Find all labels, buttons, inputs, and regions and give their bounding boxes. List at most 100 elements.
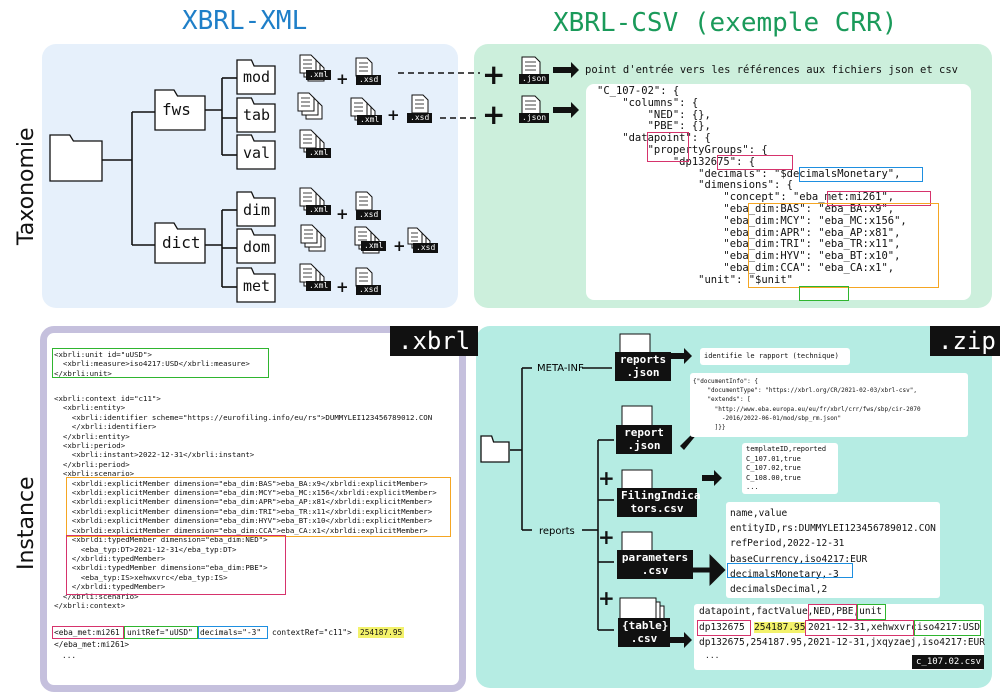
table-more: ... bbox=[705, 651, 720, 660]
json-line: "propertyGroups": { bbox=[597, 143, 768, 156]
highlight-fact-decimals bbox=[198, 626, 268, 639]
plus-met: + bbox=[336, 278, 349, 296]
folder-label-fws: fws bbox=[162, 100, 191, 119]
subfolder-icon bbox=[236, 228, 276, 264]
context-line: <xbrldi:explicitMember dimension="eba_di… bbox=[54, 497, 433, 507]
highlight-decimals-param bbox=[727, 563, 853, 578]
json-line: "dimensions": { bbox=[597, 179, 793, 192]
folder-label-dict: dict bbox=[162, 233, 201, 252]
param-line: decimalsDecimal,2 bbox=[730, 584, 828, 596]
context-line: </xbrli:scenario> bbox=[54, 591, 139, 601]
file-parameters-csv: parameters .csv bbox=[617, 550, 693, 580]
arrow-entry-2 bbox=[553, 102, 579, 118]
chip-mod-xsd: .xsd bbox=[356, 75, 382, 85]
highlight-explicit-members bbox=[66, 477, 451, 537]
fact-element: <eba_met:mi261 bbox=[54, 628, 120, 637]
context-line: <xbrldi:explicitMember dimension="eba_di… bbox=[54, 478, 428, 488]
file-filing-indicators: FilingIndica tors.csv bbox=[617, 488, 700, 518]
context-line: <xbrldi:explicitMember dimension="eba_di… bbox=[54, 516, 433, 526]
fact-unitref: unitRef="uUSD" bbox=[127, 628, 193, 637]
subfolder-icon bbox=[236, 134, 276, 170]
chip-mod-xml: .xml bbox=[306, 70, 332, 80]
title-xbrl-xml: XBRL-XML bbox=[182, 6, 308, 36]
subfolder-icon bbox=[236, 267, 276, 303]
chip-dim-xsd: .xsd bbox=[356, 210, 382, 220]
plus-tab: + bbox=[387, 106, 400, 124]
json-line: "PBE": {}, bbox=[597, 120, 711, 133]
fact-value: 254187.95 bbox=[358, 627, 405, 638]
table-row1-dp: dp132675 bbox=[699, 622, 745, 633]
json-line: "eba_dim:BAS": "eba_BA:x9", bbox=[597, 202, 895, 215]
arrow-table bbox=[670, 632, 692, 648]
json-line: "columns": { bbox=[597, 96, 699, 109]
chip-json-1: .json bbox=[519, 74, 550, 84]
highlight-row-typed bbox=[805, 620, 914, 636]
zip-root-folder-icon bbox=[480, 435, 510, 463]
plus-table: + bbox=[598, 586, 615, 610]
context-line: <xbrldi:typedMember dimension="eba_dim:N… bbox=[54, 535, 268, 545]
report-json-line: "extends": [ bbox=[693, 396, 751, 404]
fact-ellipsis: ... bbox=[62, 651, 77, 660]
context-line: </xbrli:identifier> bbox=[54, 422, 157, 432]
chip-tab-xml: .xml bbox=[357, 115, 383, 125]
json-line: "eba_dim:HYV": "eba_BT:x10", bbox=[597, 250, 901, 263]
filing-line: C_107.01,true bbox=[746, 454, 801, 463]
param-line: baseCurrency,iso4217:EUR bbox=[730, 553, 868, 565]
context-line: <xbrldi:explicitMember dimension="eba_di… bbox=[54, 506, 433, 516]
chip-met-xml: .xml bbox=[306, 281, 332, 291]
filing-line: ... bbox=[746, 483, 759, 491]
context-line: <xbrli:instant>2022-12-31</xbrli:instant… bbox=[54, 450, 255, 460]
csv-filename: c_107.02.csv bbox=[912, 655, 984, 670]
report-json-line: ]}} bbox=[693, 424, 726, 432]
highlight-dp132675 bbox=[717, 155, 793, 170]
json-line: "eba_dim:TRI": "eba_TR:x11", bbox=[597, 238, 901, 251]
json-line: "dp132675": { bbox=[597, 155, 756, 168]
highlight-unit bbox=[799, 286, 849, 301]
param-line: decimalsMonetary,-3 bbox=[730, 568, 839, 580]
report-json-line: "http://www.eba.europa.eu/eu/fr/xbrl/crr… bbox=[693, 405, 921, 413]
table-row2: dp132675,254187.95,2021-12-31,jxqyzaej,i… bbox=[699, 637, 985, 648]
plus-dom: + bbox=[393, 237, 406, 255]
report-json-line: "documentType": "https://xbrl.org/CR/202… bbox=[693, 387, 917, 395]
meta-inf-label: META-INF bbox=[537, 363, 584, 374]
highlight-typed-members bbox=[66, 535, 286, 595]
arrow-entry-1 bbox=[553, 62, 579, 78]
highlight-dimensions bbox=[748, 203, 939, 288]
chip-met-xsd: .xsd bbox=[356, 285, 382, 295]
unit-line: <xbrli:measure>iso4217:USD</xbrli:measur… bbox=[54, 359, 250, 369]
subfolder-icon bbox=[236, 59, 276, 95]
context-line: <xbrli:period> bbox=[54, 441, 126, 451]
highlight-row-unit bbox=[914, 620, 981, 636]
plus-entry-1: + bbox=[482, 58, 506, 91]
context-line: <eba_typ:IS>xehwxvrc</eba_typ:IS> bbox=[54, 572, 228, 582]
reports-json-file-icon bbox=[619, 333, 651, 355]
unit-line: </xbrli:unit> bbox=[54, 368, 112, 378]
identify-text: identifie le rapport (technique) bbox=[704, 352, 839, 360]
unit-line: <xbrli:unit id="uUSD"> bbox=[54, 350, 152, 359]
root-folder-icon bbox=[49, 134, 103, 182]
table-row1-typed: 2021-12-31,xehwxvrc bbox=[808, 622, 917, 633]
arrow-reports-json bbox=[670, 348, 692, 364]
highlight-decimals-monetary bbox=[799, 167, 923, 182]
json-line: "decimals": "$decimalsMonetary", bbox=[597, 167, 901, 180]
fact-decimals: decimals="-3" bbox=[200, 628, 262, 637]
table-header: datapoint,factValue,NED,PBE,unit bbox=[699, 606, 883, 617]
json-line: "eba_dim:APR": "eba_AP:x81", bbox=[597, 226, 901, 239]
plus-parameters: + bbox=[598, 525, 615, 549]
xbrl-unit-code: <xbrli:unit id="uUSD"> <xbrli:measure>is… bbox=[54, 350, 250, 378]
json-line: "unit": "$unit" bbox=[597, 273, 793, 286]
folder-label-dim: dim bbox=[243, 201, 271, 219]
folder-label-val: val bbox=[243, 144, 271, 162]
table-row1-value: 254187.95 bbox=[754, 622, 806, 633]
folder-label-dom: dom bbox=[243, 238, 271, 256]
context-line: <xbrli:scenario> bbox=[54, 469, 135, 479]
reports-folder-label: reports bbox=[539, 526, 575, 537]
file-reports-json: reports .json bbox=[615, 352, 671, 382]
folder-label-tab: tab bbox=[243, 106, 271, 124]
xbrl-tag: .xbrl bbox=[390, 326, 479, 357]
json-line: "datapoint": { bbox=[597, 132, 711, 145]
json-line: "eba_dim:CCA": "eba_CA:x1", bbox=[597, 261, 895, 274]
context-line: <xbrldi:explicitMember dimension="eba_di… bbox=[54, 488, 437, 498]
